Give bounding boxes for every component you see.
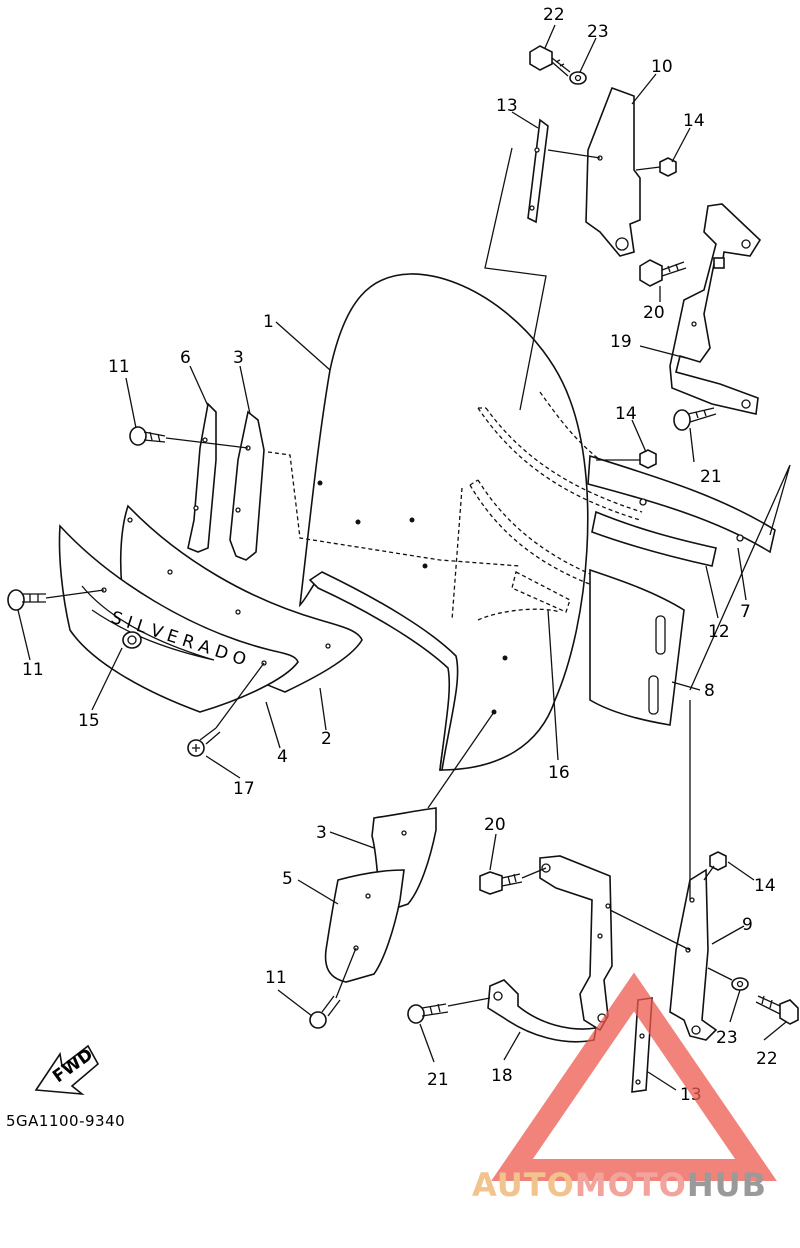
callout-9: 9 bbox=[742, 915, 753, 935]
callout-14-mid: 14 bbox=[615, 404, 637, 424]
watermark-triangle-icon bbox=[491, 972, 777, 1181]
callout-3-upper: 3 bbox=[233, 348, 244, 368]
callout-7: 7 bbox=[740, 602, 751, 622]
panel-part-4 bbox=[58, 524, 299, 713]
windshield-part-1 bbox=[298, 273, 643, 771]
bracket-part-18 bbox=[487, 855, 613, 1043]
bracket-part-5 bbox=[324, 869, 405, 983]
nut-part-14-mid bbox=[596, 449, 657, 469]
leader-upper-assembly bbox=[484, 147, 547, 411]
leader-upper-bolt bbox=[547, 149, 601, 159]
callout-labels: 22 23 10 13 14 20 19 14 21 1 6 3 11 7 12… bbox=[22, 5, 778, 1105]
washer-part-23-upper bbox=[569, 71, 587, 85]
callout-22-upper: 22 bbox=[543, 5, 565, 25]
bolt-part-21-lower bbox=[407, 997, 491, 1024]
upper-bracket-part-10 bbox=[585, 86, 641, 257]
nut-part-14-upper bbox=[635, 157, 677, 177]
bolt-part-20-lower bbox=[479, 867, 547, 895]
callout-20-upper: 20 bbox=[643, 303, 665, 323]
callout-21-lower: 21 bbox=[427, 1070, 449, 1090]
callout-21-upper: 21 bbox=[700, 467, 722, 487]
callout-22-lower: 22 bbox=[756, 1049, 778, 1069]
screw-part-11-left bbox=[7, 589, 105, 611]
bracket-part-6 bbox=[187, 402, 217, 553]
watermark-brand: AUTOMOTOHUB bbox=[472, 1166, 792, 1204]
fwd-arrow-icon: FWD bbox=[34, 1045, 100, 1096]
callout-16: 16 bbox=[548, 763, 570, 783]
callout-3-lower: 3 bbox=[316, 823, 327, 843]
callout-15: 15 bbox=[78, 711, 100, 731]
callout-4: 4 bbox=[277, 747, 288, 767]
mount-panel-part-16 bbox=[308, 571, 459, 771]
watermark-word-moto: MOTO bbox=[574, 1166, 687, 1204]
leader-mount-dashed bbox=[267, 451, 521, 567]
bracket-part-3-upper bbox=[229, 410, 265, 561]
watermark-word-hub: HUB bbox=[686, 1166, 768, 1204]
callout-2: 2 bbox=[321, 729, 332, 749]
nut-part-14-lower bbox=[703, 851, 727, 881]
callout-13-upper: 13 bbox=[496, 96, 518, 116]
panel-part-8 bbox=[589, 568, 685, 726]
callout-1: 1 bbox=[263, 312, 274, 332]
callout-12: 12 bbox=[708, 622, 730, 642]
leader-lower-assembly bbox=[609, 700, 691, 951]
spacer-part-13-upper bbox=[527, 118, 549, 224]
washer-part-23-lower bbox=[707, 967, 749, 991]
screw-part-11-lower bbox=[309, 947, 357, 1029]
callout-19: 19 bbox=[610, 332, 632, 352]
callout-14-upper: 14 bbox=[683, 111, 705, 131]
callout-18: 18 bbox=[491, 1066, 513, 1086]
screw-part-11-upper bbox=[129, 426, 249, 449]
callout-17: 17 bbox=[233, 779, 255, 799]
callout-8: 8 bbox=[704, 681, 715, 701]
callout-11-left: 11 bbox=[22, 660, 44, 680]
bolt-part-22-upper bbox=[529, 45, 571, 77]
callout-5: 5 bbox=[282, 869, 293, 889]
callout-11-upper: 11 bbox=[108, 357, 130, 377]
callout-11-lower: 11 bbox=[265, 968, 287, 988]
watermark-word-auto: AUTO bbox=[472, 1166, 575, 1204]
stay-part-9 bbox=[669, 868, 718, 1041]
garnish-part-7 bbox=[587, 454, 791, 691]
garnish-part-12 bbox=[591, 510, 717, 567]
screw-part-17 bbox=[187, 662, 265, 757]
callout-10: 10 bbox=[651, 57, 673, 77]
callout-leaders bbox=[17, 24, 787, 1091]
leader-lower-windshield bbox=[427, 711, 495, 809]
stay-part-19 bbox=[669, 203, 762, 415]
callout-20-lower: 20 bbox=[484, 815, 506, 835]
callout-23-upper: 23 bbox=[587, 22, 609, 42]
bolt-part-21-upper bbox=[673, 407, 717, 431]
catalog-number: 5GA1100-9340 bbox=[6, 1112, 126, 1130]
bolt-part-22-lower bbox=[755, 995, 799, 1025]
callout-14-lower: 14 bbox=[754, 876, 776, 896]
callout-23-lower: 23 bbox=[716, 1028, 738, 1048]
bolt-part-20-upper bbox=[639, 259, 687, 287]
callout-6: 6 bbox=[180, 348, 191, 368]
